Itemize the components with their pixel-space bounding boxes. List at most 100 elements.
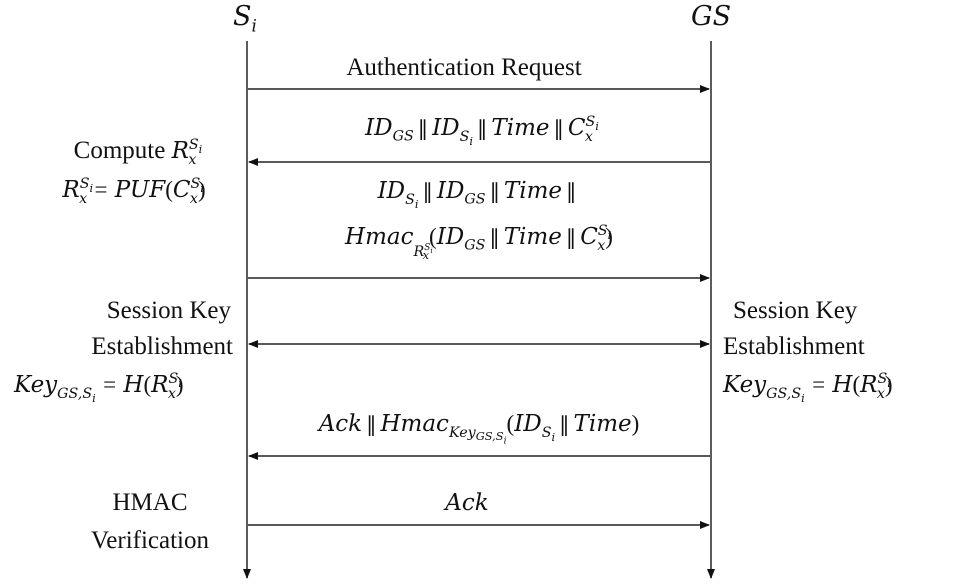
s-sup: S — [188, 137, 199, 154]
paren: ) — [884, 372, 893, 397]
c-text: C — [172, 177, 191, 203]
id-text: ID — [432, 115, 460, 141]
message-ack-label: Ack — [248, 492, 686, 515]
s-sup: S — [79, 176, 90, 193]
concat-symbol: ‖ — [477, 116, 488, 140]
auth-request-text: Authentication Request — [346, 54, 582, 81]
verification-label: Verification — [90, 527, 209, 554]
message-response-label-line1: IDSi‖IDGS‖Time‖ — [248, 178, 710, 210]
s-sup: S — [597, 223, 608, 240]
message-auth-request-label: Authentication Request — [248, 55, 680, 80]
i-sub: i — [430, 245, 433, 255]
id-text: ID — [436, 178, 465, 204]
participant-si-name: S — [233, 1, 252, 32]
i-sub: i — [887, 376, 891, 391]
concat-symbol: ‖ — [489, 225, 500, 249]
participant-si: Si — [233, 1, 257, 34]
session-key-text: Session Key — [733, 297, 858, 324]
i-sub: i — [551, 429, 556, 444]
c-text: C — [580, 224, 598, 250]
i-sub: i — [92, 390, 96, 405]
gs-s-sub: GS,S — [766, 385, 802, 402]
i-sub: i — [595, 119, 599, 134]
gs-sub: GS — [464, 191, 486, 208]
equals-symbol: = — [103, 372, 117, 397]
paren: ) — [197, 177, 206, 202]
concat-symbol: ‖ — [366, 412, 377, 436]
note-session-key-right-line2: Establishment — [723, 334, 865, 359]
r-text: R — [171, 138, 189, 164]
note-session-key-left-line2: Establishment — [20, 334, 233, 359]
concat-symbol: ‖ — [553, 116, 564, 140]
note-session-key-left-line1: Session Key — [20, 298, 231, 323]
x-sub: x — [167, 385, 176, 402]
id-text: ID — [365, 115, 393, 141]
hmac-label: HMAC — [112, 489, 188, 516]
i-sub: i — [469, 133, 474, 148]
x-sub: x — [597, 237, 606, 254]
equals-symbol: = — [812, 372, 826, 397]
participant-si-subscript: i — [251, 15, 257, 36]
x-sub: x — [188, 151, 197, 168]
gs-sub: GS — [392, 128, 414, 145]
s-sup: S — [424, 242, 431, 253]
message-challenge-label: IDGS‖IDSi‖Time‖CSix — [248, 114, 710, 146]
s-sup: S — [168, 371, 179, 388]
ack-text: Ack — [318, 411, 363, 437]
i-sub: i — [801, 390, 805, 405]
h-text: H — [832, 372, 853, 398]
i-sub: i — [178, 376, 182, 391]
participant-gs-name: GS — [691, 1, 732, 32]
s-sup: S — [190, 176, 201, 193]
establishment-text: Establishment — [91, 333, 233, 360]
i-sub: i — [414, 196, 419, 211]
r-sub: R — [413, 243, 425, 260]
id-text: ID — [377, 178, 406, 204]
session-key-text: Session Key — [106, 297, 231, 324]
note-hmac-verification-line2: Verification — [60, 528, 240, 553]
paren: ( — [506, 411, 515, 436]
concat-symbol: ‖ — [422, 179, 433, 203]
x-sub: x — [584, 128, 593, 145]
note-session-key-right-line1: Session Key — [733, 298, 857, 323]
puf-text: PUF — [114, 177, 166, 203]
compute-label: Compute — [73, 137, 166, 164]
h-text: H — [123, 372, 144, 398]
i-sub: i — [198, 142, 203, 157]
paren: ( — [143, 372, 152, 397]
concat-symbol: ‖ — [566, 179, 577, 203]
i-sub: i — [89, 181, 94, 196]
s-sub: S — [541, 424, 552, 441]
r-text: R — [860, 372, 878, 398]
i-sub: i — [503, 436, 507, 447]
concat-symbol: ‖ — [417, 116, 429, 140]
participant-gs: GS — [691, 3, 731, 30]
hmac-text: Hmac — [345, 224, 414, 250]
time-text: Time — [573, 411, 632, 437]
s-sub: S — [459, 128, 470, 145]
concat-symbol: ‖ — [489, 179, 500, 203]
paren: ( — [429, 224, 437, 249]
id-text: ID — [436, 224, 465, 250]
id-text: ID — [514, 411, 542, 437]
note-compute-response: Compute RSix — [30, 137, 240, 167]
concat-symbol: ‖ — [565, 225, 577, 249]
s-sup: S — [585, 114, 596, 131]
c-text: C — [567, 115, 586, 141]
i-sub: i — [607, 228, 612, 243]
ack-text: Ack — [445, 490, 489, 516]
time-text: Time — [491, 115, 550, 141]
i-sub: i — [200, 181, 204, 196]
paren: ) — [605, 224, 613, 249]
paren: ( — [852, 372, 861, 397]
concat-symbol: ‖ — [559, 412, 570, 436]
paren: ) — [175, 372, 184, 397]
r-text: R — [151, 372, 169, 398]
paren: ( — [165, 177, 173, 202]
paren: ) — [631, 411, 640, 436]
hmac-text: Hmac — [380, 411, 449, 437]
gs-sub: GS — [464, 237, 486, 254]
gs-s-sub: GS,S — [475, 429, 504, 444]
time-text: Time — [503, 224, 562, 250]
